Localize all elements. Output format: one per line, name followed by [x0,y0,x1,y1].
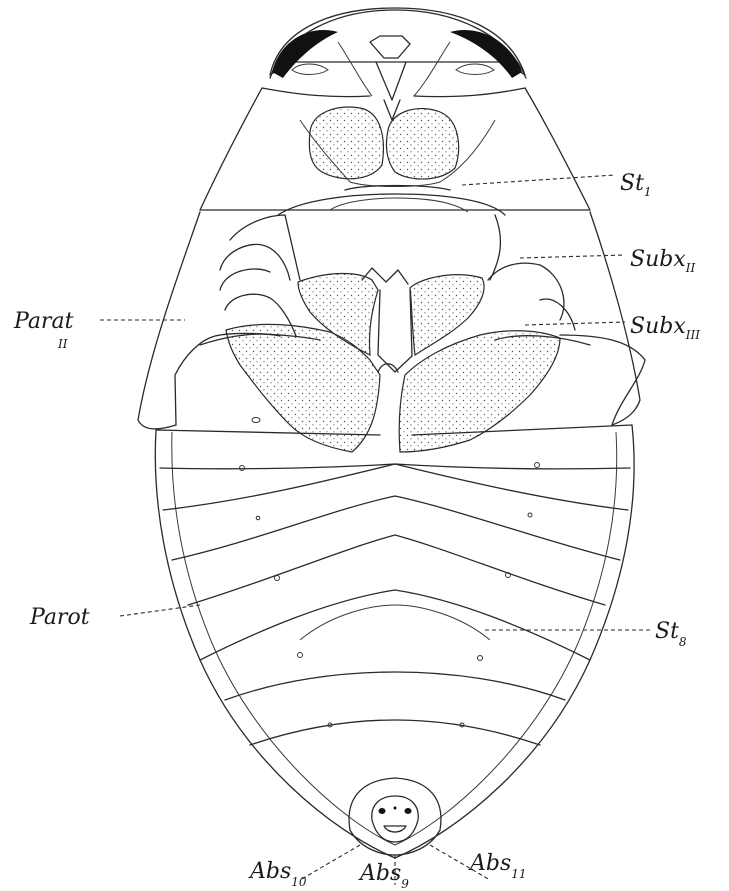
right-procoxa [386,109,458,179]
left-procoxa [309,107,383,179]
leader-lines [100,175,650,885]
label-parat2: Parat [13,309,74,334]
label-st8: St8 [655,619,687,649]
label-st1: St1 [620,171,652,199]
anal-segment [349,778,441,855]
prothorax [200,88,590,210]
right-eye-icon [450,30,522,78]
label-abs10: Abs10 [248,859,307,889]
abdomen [155,418,634,859]
label-abs11: Abs11 [468,851,527,881]
label-subx2: SubxII [630,247,695,275]
label-subx3: SubxIII [630,314,700,342]
label-parot: Parot [29,605,90,630]
label-parat2-sub: II [57,337,68,351]
head [270,8,526,120]
mesothorax [138,194,640,429]
label-abs9: Abs9 [358,861,409,891]
metathorax [175,324,645,452]
left-eye-icon [272,30,338,78]
